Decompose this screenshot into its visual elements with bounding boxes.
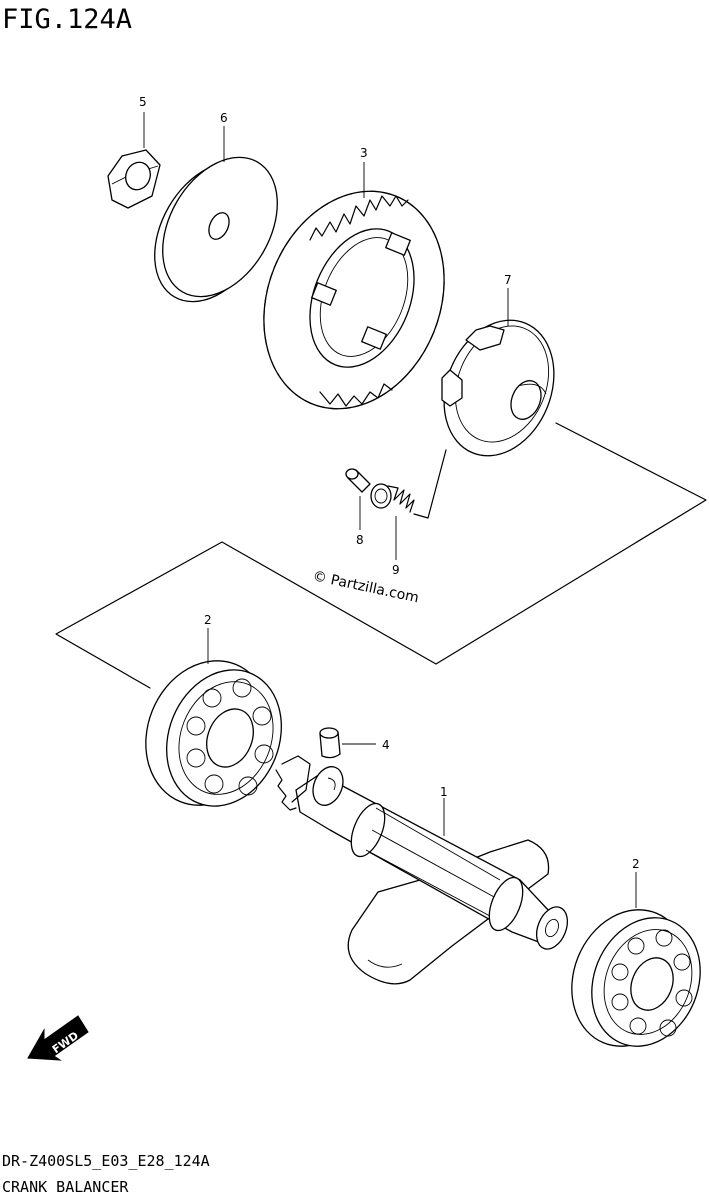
callout-9: 9 [392, 563, 400, 577]
diagram-name: CRANK BALANCER [2, 1178, 129, 1196]
callout-8: 8 [356, 533, 364, 547]
diagram-code: DR-Z400SL5_E03_E28_124A [2, 1152, 210, 1170]
part-8-pin[interactable] [345, 468, 371, 493]
callout-4: 4 [382, 738, 390, 752]
part-5-nut[interactable] [107, 149, 161, 209]
callout-7: 7 [504, 273, 512, 287]
part-7-balancer-hub[interactable] [425, 304, 574, 473]
part-6-washer[interactable] [131, 137, 301, 322]
callout-2-right: 2 [632, 857, 640, 871]
part-3-balancer-gear[interactable] [232, 164, 475, 436]
callout-1: 1 [440, 785, 448, 799]
callout-3: 3 [360, 146, 368, 160]
part-4-dowel-pin[interactable] [319, 727, 341, 759]
part-1-balancer-shaft[interactable] [275, 755, 573, 985]
callout-leaders [143, 112, 637, 908]
assembly-outline [55, 422, 707, 689]
leader-7-9 [413, 449, 447, 519]
part-2-bearing-right[interactable] [552, 892, 709, 1064]
partzilla-watermark: © Partzilla.com [311, 568, 420, 606]
part-2-bearing-left[interactable] [125, 642, 302, 824]
part-9-spring[interactable] [370, 483, 415, 513]
figure-title: FIG.124A [2, 4, 132, 35]
callout-5: 5 [139, 95, 147, 109]
fwd-arrow-icon: FWD [27, 1015, 89, 1061]
callout-2-left: 2 [204, 613, 212, 627]
callout-6: 6 [220, 111, 228, 125]
